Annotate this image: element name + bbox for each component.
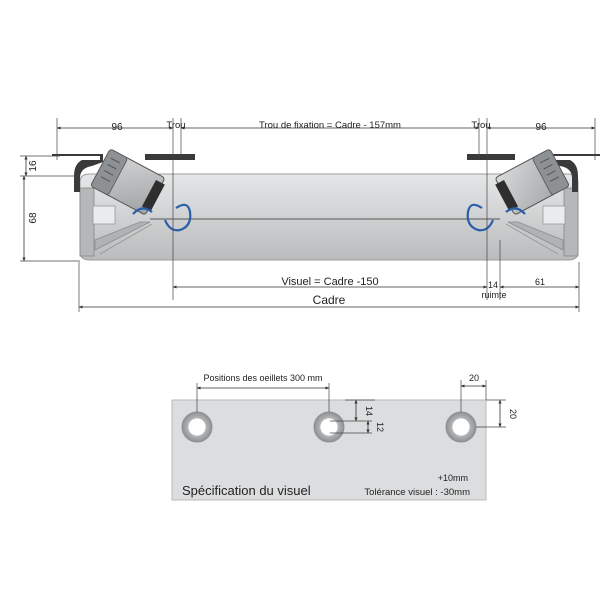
left-bracket [52, 154, 103, 192]
grommet-2 [313, 411, 345, 443]
right-clamp [495, 149, 569, 215]
bottom-dimensions [78, 285, 580, 309]
tolerance-label: Tolérance visuel : -30mm [364, 487, 470, 498]
extension-lines [20, 118, 596, 312]
grommet-3 [445, 411, 477, 443]
spec-dim-12: 12 [375, 422, 385, 432]
dim-14: 14 [488, 280, 498, 290]
tolerance-plus: +10mm [438, 473, 468, 483]
left-profile-end [79, 187, 153, 257]
spec-title: Spécification du visuel [182, 483, 311, 498]
spec-dim-20-top: 20 [469, 373, 479, 383]
spec-dim-14: 14 [364, 406, 374, 416]
left-hook [132, 203, 192, 232]
left-dimensions [22, 155, 28, 262]
ruimte-label: ruimte [481, 290, 506, 300]
visuel-dim-label: Visuel = Cadre -150 [281, 276, 378, 288]
profile-section: 96 Trou Trou de fixation = Cadre - 157mm… [20, 118, 600, 312]
trou-right-label: Trou [471, 120, 490, 131]
left-clamp [91, 149, 165, 215]
dim-96-right: 96 [535, 122, 547, 133]
visual-spec: Positions des oeillets 300 mm 14 12 20 2… [171, 373, 518, 501]
cadre-label: Cadre [313, 293, 346, 307]
dim-68: 68 [28, 212, 39, 224]
dim-96-left: 96 [111, 122, 123, 133]
dim-61: 61 [535, 277, 545, 287]
trou-fixation-label: Trou de fixation = Cadre - 157mm [259, 120, 401, 131]
dim-16: 16 [28, 160, 39, 172]
right-bracket [549, 154, 600, 192]
trou-left-label: Trou [166, 120, 185, 131]
right-top-plate [467, 154, 515, 160]
left-top-plate [145, 154, 195, 160]
spec-dim-20-side: 20 [508, 409, 518, 419]
grommet-1 [181, 411, 213, 443]
positions-label: Positions des oeillets 300 mm [203, 373, 322, 383]
right-profile-end [505, 187, 579, 257]
